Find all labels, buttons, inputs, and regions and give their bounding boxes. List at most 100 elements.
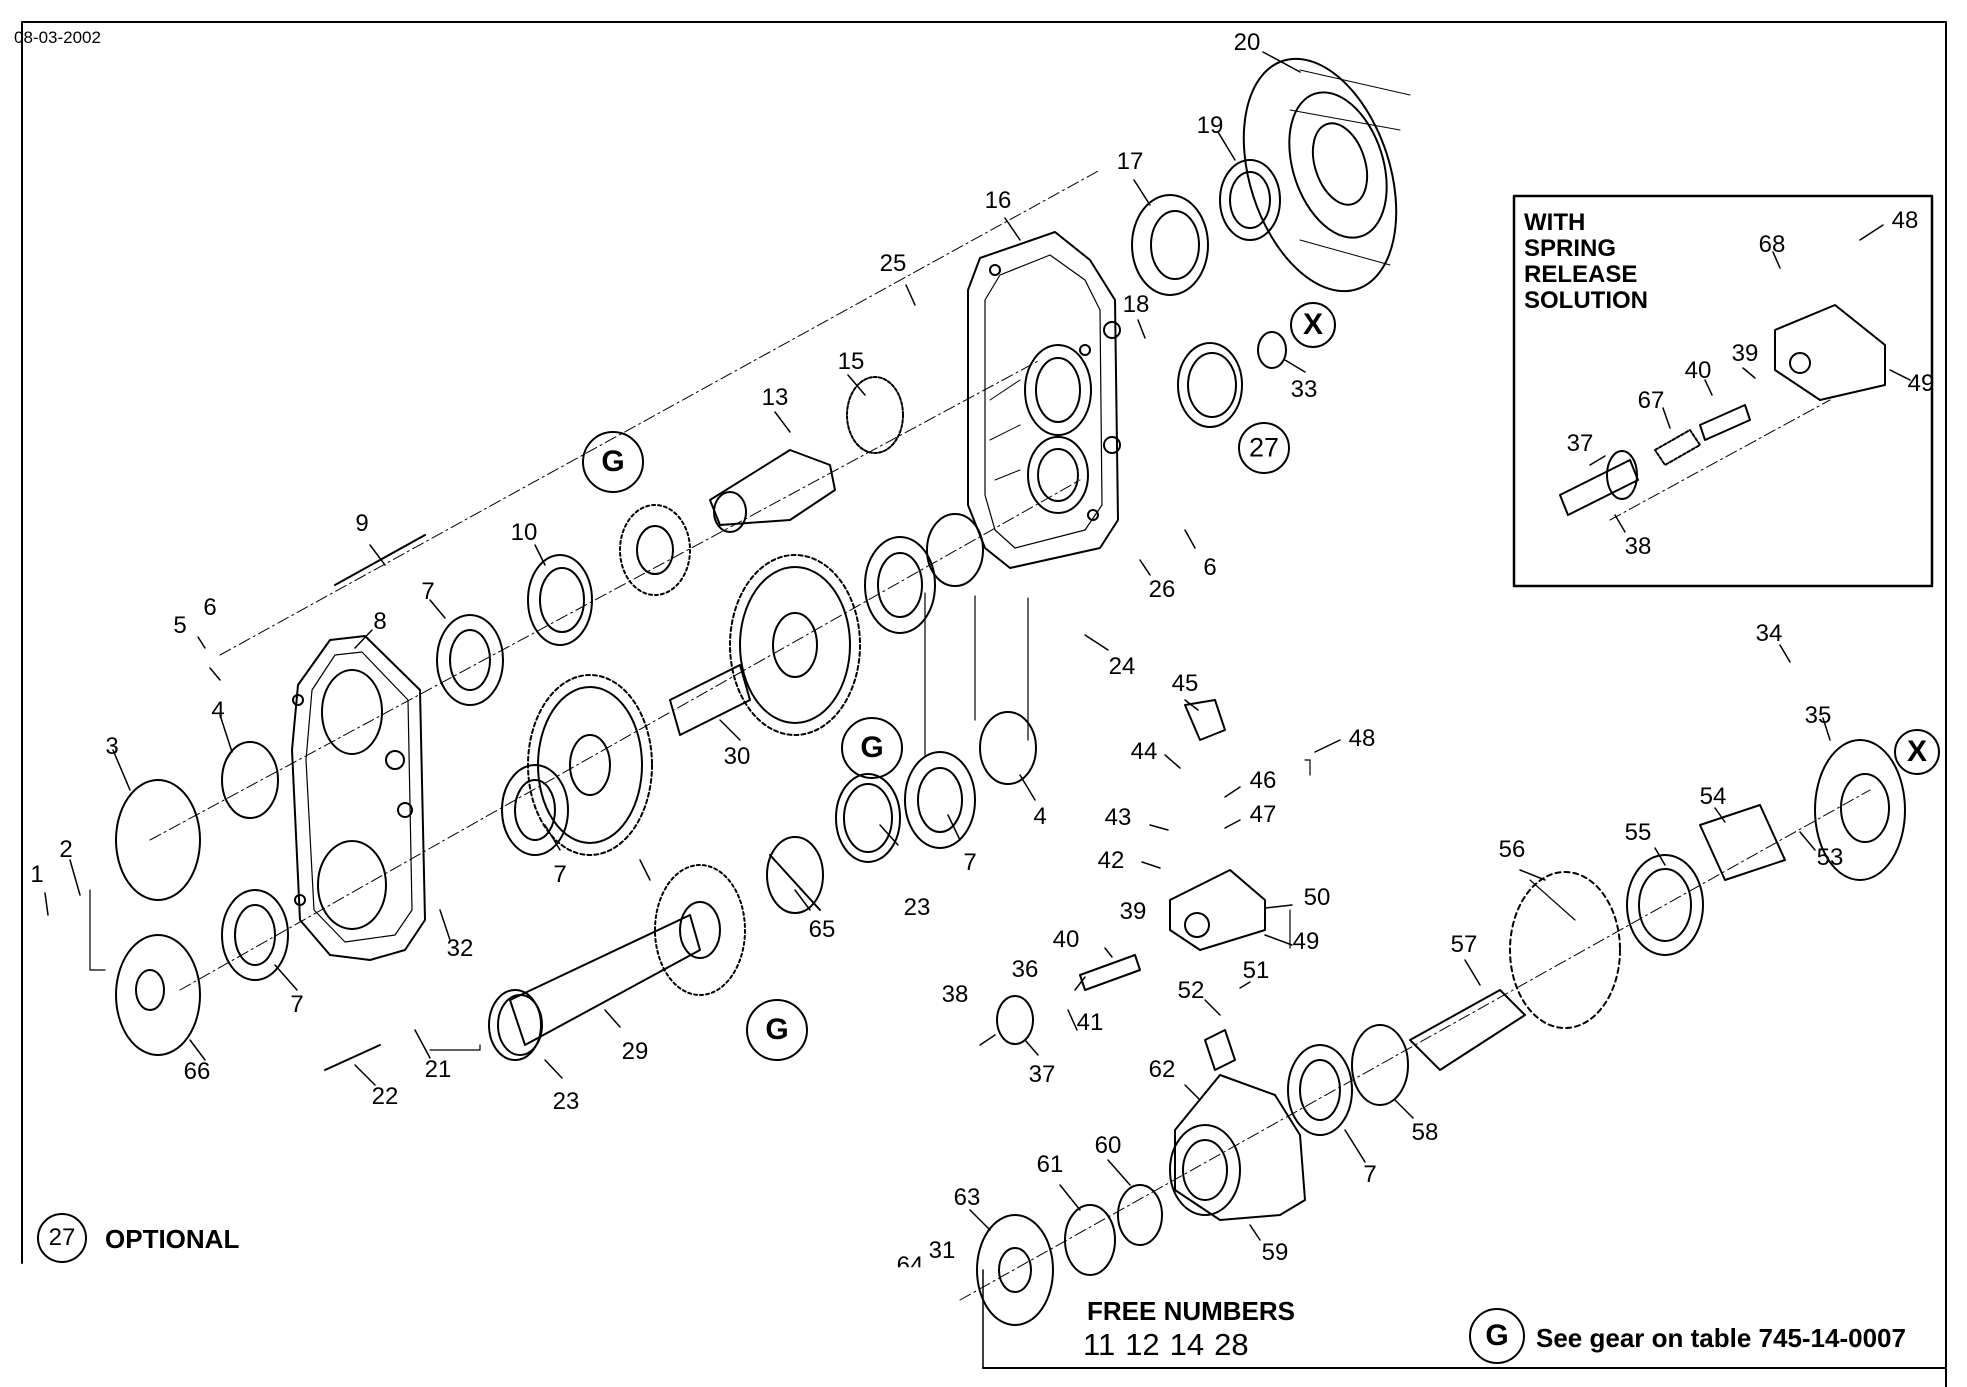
part-label: 41 [1076, 1009, 1104, 1036]
disc-61 [1064, 1204, 1116, 1276]
g-marker-1 [582, 431, 644, 493]
g-marker-2 [841, 717, 903, 779]
sleeve-54 [1699, 804, 1786, 881]
stud-9 [334, 534, 426, 586]
inset-label: 49 [1907, 370, 1935, 397]
part-label: 59 [1261, 1239, 1289, 1266]
part-label: 8 [373, 608, 387, 635]
part-label: 20 [1233, 29, 1261, 56]
part-label: 5 [173, 612, 187, 639]
inset-label: 37 [1566, 430, 1594, 457]
bracket-lines [89, 592, 1576, 1051]
part-label: 7 [290, 991, 304, 1018]
part-label: 36 [1011, 956, 1039, 983]
screw-22 [324, 1044, 381, 1071]
part-label: 6 [203, 594, 217, 621]
inset-pin-40 [1699, 404, 1751, 441]
part-label: 4 [211, 697, 225, 724]
inset-title-line: SPRING [1524, 235, 1617, 262]
part-label: 23 [903, 894, 931, 921]
gear-large-top [729, 554, 861, 736]
flange-35 [1814, 739, 1906, 881]
part-label: 9 [355, 510, 369, 537]
part-label: 29 [621, 1038, 649, 1065]
part-label: 58 [1411, 1119, 1439, 1146]
inset-title: WITH SPRING RELEASE SOLUTION [1524, 210, 1648, 314]
part-label: 45 [1171, 670, 1199, 697]
part-label: 13 [761, 384, 789, 411]
housing-16 [967, 231, 1121, 569]
part-label: 65 [808, 916, 836, 943]
part-label: 57 [1450, 931, 1478, 958]
bearing-15 [846, 376, 904, 454]
gear-lower-g [654, 864, 746, 996]
sleeve-65 [766, 836, 824, 914]
part-label: 60 [1094, 1132, 1122, 1159]
ring-27 [1177, 342, 1243, 428]
inset-label: 40 [1684, 357, 1712, 384]
bearing-7-right [1287, 1044, 1353, 1136]
part-label: 24 [1108, 653, 1136, 680]
part-label: 44 [1130, 738, 1158, 765]
x-marker-label: X [1302, 308, 1324, 341]
part-label: 7 [1363, 1161, 1377, 1188]
seal-19 [1219, 159, 1281, 241]
oring-4-top [926, 513, 984, 587]
part-label: 15 [837, 348, 865, 375]
legend-optional-text: OPTIONAL [105, 1224, 240, 1254]
part-label: 33 [1290, 376, 1318, 403]
free-number: 12 [1125, 1327, 1160, 1362]
part-label: 16 [984, 187, 1012, 214]
bearing-7-bottom [221, 889, 289, 981]
g-marker-3 [746, 999, 808, 1061]
fork-52 [1204, 1029, 1236, 1071]
part-label: 17 [1116, 148, 1144, 175]
bearing-7-top [864, 536, 936, 634]
legend-optional-circle [37, 1213, 87, 1263]
inset-label: 38 [1624, 533, 1652, 560]
shaft-30 [669, 664, 751, 736]
part-label: 6 [1203, 554, 1217, 581]
part-label: 49 [1292, 928, 1320, 955]
ring-23-bottom [488, 989, 542, 1061]
part-label: 1 [30, 861, 44, 888]
part-label: 42 [1097, 847, 1125, 874]
axis-lines [149, 169, 1871, 1301]
part-label: 40 [1052, 926, 1080, 953]
bearing-10 [527, 554, 593, 646]
part-label: 52 [1177, 977, 1205, 1004]
part-label: 38 [941, 981, 969, 1008]
oring-4-left [221, 741, 279, 819]
shaft-29 [497, 914, 701, 1056]
inset-label: 39 [1731, 340, 1759, 367]
part-label: 51 [1242, 957, 1270, 984]
drawing-date: 08-03-2002 [14, 28, 101, 47]
part-label: 7 [963, 849, 977, 876]
part-label: 37 [1028, 1061, 1056, 1088]
x-marker-2 [1894, 729, 1940, 775]
gear-large-mid [527, 674, 653, 856]
leader-lines [44, 51, 1911, 1241]
part-label: 39 [1119, 898, 1147, 925]
ring-23-mid [835, 773, 901, 863]
part-label: 53 [1816, 844, 1844, 871]
part-label: 31 [928, 1237, 956, 1264]
inset-title-line: RELEASE [1524, 261, 1638, 288]
shift-housing-62 [1169, 1074, 1306, 1221]
part-label: 30 [723, 743, 751, 770]
plate-66 [115, 934, 201, 1056]
free-numbers-title: FREE NUMBERS [1087, 1296, 1296, 1326]
legend-optional-symbol: 27 [48, 1224, 76, 1251]
part-label: 66 [183, 1058, 211, 1085]
optional-marker-label: 27 [1248, 432, 1280, 463]
spring-release-inset-box [1512, 194, 1934, 588]
legend-gear-note: See gear on table 745-14-0007 [1536, 1323, 1906, 1353]
g-marker-label: G [765, 1013, 789, 1046]
shaft-57 [1409, 989, 1526, 1071]
cover-8 [291, 635, 426, 961]
part-label: 3 [105, 733, 119, 760]
legend-g-symbol: G [1485, 1319, 1509, 1352]
